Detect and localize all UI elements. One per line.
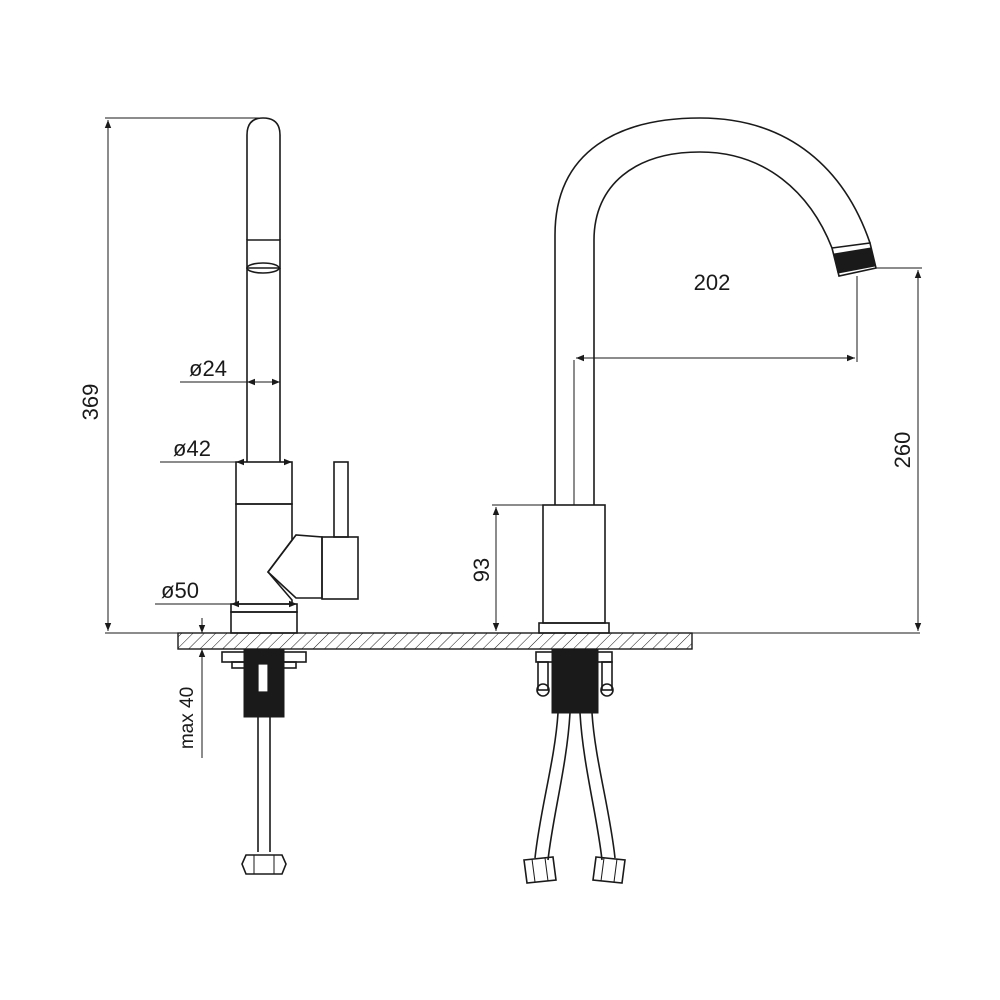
hose-nut-a: [523, 856, 557, 884]
dim-spout-diameter: ø24: [189, 356, 227, 381]
dim-spout-reach: 202: [694, 270, 731, 295]
dimension-lines: [104, 117, 922, 758]
lever-block: [321, 536, 359, 600]
dim-max-countertop: max 40: [177, 687, 198, 749]
dim-base-diameter: ø50: [161, 578, 199, 603]
right-faucet-front-view: [523, 117, 877, 884]
hose-nut-left: [241, 854, 287, 875]
body-upper: [235, 461, 293, 505]
mount-stud-front: [551, 648, 599, 714]
dim-body-height: 93: [469, 558, 494, 582]
lever-handle: [333, 461, 349, 538]
dim-spout-height: 260: [890, 432, 915, 469]
base-front: [538, 622, 610, 634]
gooseneck-outer: [554, 117, 871, 505]
countertop: [105, 632, 920, 650]
dim-body-diameter: ø42: [173, 436, 211, 461]
body-lower: [235, 503, 293, 605]
left-faucet-side-view: [221, 117, 359, 875]
spout-tube-top: [246, 117, 281, 240]
spout-tip-fill: [833, 247, 876, 274]
base-ring: [230, 611, 298, 634]
gooseneck-inner: [593, 151, 833, 505]
lever-joint: [266, 534, 323, 599]
dim-total-height: 369: [78, 384, 103, 421]
body-front: [542, 504, 606, 624]
hose-nut-b: [592, 856, 626, 884]
